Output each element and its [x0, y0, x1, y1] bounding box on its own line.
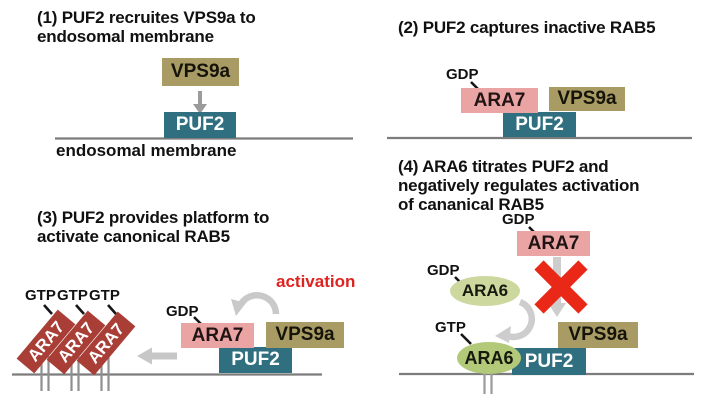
p1-recruit-arrow-head	[193, 104, 207, 114]
p3-ara7-box: ARA7	[181, 323, 254, 348]
p4-vps9a-box: VPS9a	[558, 322, 638, 348]
p3-activation-arrow	[238, 292, 280, 315]
p3-puf2-box: PUF2	[219, 347, 292, 373]
p2-puf2-label: PUF2	[515, 113, 564, 135]
p4-red-cross-icon	[534, 260, 588, 314]
p4-gtp-label: GTP	[435, 319, 466, 336]
p3-gtp-ticks	[43, 304, 117, 315]
p4-gdp-left-label: GDP	[427, 262, 460, 279]
p3-activation-label: activation	[276, 272, 356, 291]
p1-puf2-box: PUF2	[164, 112, 236, 138]
p1-vps9a-box: VPS9a	[162, 58, 239, 86]
p2-puf2-box: PUF2	[503, 112, 576, 137]
p4-ara7-box: ARA7	[517, 231, 590, 256]
p4-blocked-arrow-head	[548, 303, 566, 317]
p2-ara7-box: ARA7	[461, 88, 538, 113]
p1-title: (1) PUF2 recruites VPS9a to endosomal me…	[37, 8, 256, 46]
p2-vps9a-label: VPS9a	[557, 88, 617, 109]
p1-membrane-label: endosomal membrane	[56, 141, 237, 160]
p3-gdp-label: GDP	[166, 303, 199, 320]
p3-ara7-label: ARA7	[191, 324, 244, 346]
p4-ara7-label: ARA7	[527, 232, 580, 254]
p4-ara6-gdp-ellipse: ARA6	[450, 276, 520, 306]
p4-gdp-top-label: GDP	[502, 211, 535, 228]
p1-vps9a-label: VPS9a	[170, 61, 231, 82]
p3-activation-arrow-head	[231, 299, 246, 316]
p3-left-arrow-head	[137, 347, 152, 365]
p3-gtp-label-2: GTP	[57, 287, 88, 304]
p4-ara6-gtp-ellipse: ARA6	[457, 342, 521, 374]
p4-ara6-gdp-label: ARA6	[461, 281, 509, 300]
p2-title: (2) PUF2 captures inactive RAB5	[398, 18, 656, 37]
p3-vps9a-box: VPS9a	[266, 322, 344, 348]
p3-gtp-label-1: GTP	[25, 287, 56, 304]
p4-vps9a-label: VPS9a	[568, 324, 628, 345]
p3-title: (3) PUF2 provides platform to activate c…	[37, 208, 270, 246]
p4-ara6-gtp-label: ARA6	[464, 347, 514, 368]
p2-gdp-label: GDP	[446, 66, 479, 83]
p2-ara7-label: ARA7	[473, 89, 526, 111]
p2-vps9a-box: VPS9a	[549, 87, 625, 111]
p3-puf2-label: PUF2	[231, 349, 280, 370]
p4-conversion-arrow-head	[495, 326, 511, 343]
p4-puf2-box: PUF2	[512, 348, 586, 375]
p3-gtp-label-3: GTP	[89, 287, 120, 304]
p1-puf2-label: PUF2	[175, 114, 225, 135]
p3-vps9a-label: VPS9a	[275, 324, 335, 345]
p4-gtp-tick	[460, 333, 472, 345]
p4-conversion-arrow	[502, 298, 535, 341]
p4-title: (4) ARA6 titrates PUF2 and negatively re…	[398, 157, 640, 214]
p4-puf2-label: PUF2	[524, 350, 574, 372]
p4-lipid-anchors	[483, 372, 493, 394]
